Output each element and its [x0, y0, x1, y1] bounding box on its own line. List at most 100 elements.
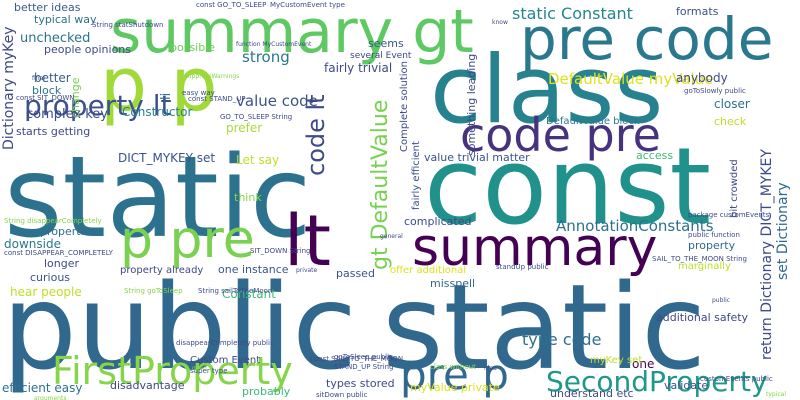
word-summary: summary — [412, 218, 658, 278]
word-summary-gt: summary gt — [110, 0, 474, 67]
word-constant: Constant — [222, 287, 276, 301]
word-lt: lt — [284, 200, 331, 282]
word-const-stand-up: const STAND_UP — [188, 95, 246, 103]
word-additional-safety: additional safety — [656, 311, 749, 324]
word-gt-defaultvalue: gt DefaultValue — [368, 99, 393, 270]
word-properties: properties — [40, 225, 97, 238]
word-disadvantage: disadvantage — [110, 379, 185, 392]
word-better: better — [34, 71, 71, 85]
word-probably: probably — [242, 385, 291, 398]
word-offer-additional: offer additional — [390, 265, 467, 276]
word-const-sit-down: const SIT_DOWN — [16, 94, 75, 102]
word-fairly-efficient: fairly efficient — [411, 141, 422, 210]
word-dictionary-mykey: Dictionary myKey — [1, 26, 17, 150]
word-custom-event: Custom Event — [190, 355, 261, 366]
word-sit-down-string: SIT_DOWN String — [250, 247, 311, 255]
word-one-instance: one instance — [218, 263, 289, 276]
word-validate: validate — [664, 379, 709, 392]
word-idea: idea — [484, 365, 497, 372]
word-li: li — [159, 92, 174, 100]
word-complex-key: complex key — [26, 107, 108, 122]
word-arguments: arguments — [34, 395, 67, 400]
word-const-sail: const SAIL_TO_THE_MOON — [310, 355, 404, 363]
word-closer: closer — [714, 97, 750, 111]
word-bit-crowded: bit crowded — [729, 159, 740, 218]
word-hear-people: hear people — [10, 285, 82, 299]
word-const: const — [424, 125, 712, 248]
word-gotosleep-public: goToSleep public — [334, 353, 393, 361]
word-general: general — [380, 233, 403, 240]
word-block: block — [32, 84, 62, 97]
word-string-sailtothemoon: String sailToTheMoon — [198, 287, 273, 295]
word-defaultvalue-myvalue: DefaultValue myValue — [548, 70, 714, 88]
word-mycustomevent-type: MyCustomEvent type — [270, 1, 345, 9]
word-public-small: public — [712, 297, 731, 304]
word-sitdown-public: sitDown public — [316, 391, 368, 399]
word-possible: possible — [170, 41, 216, 54]
word-good: good — [192, 365, 207, 372]
word-access: access — [636, 149, 674, 162]
word-complete-solution: Complete solution — [399, 61, 410, 152]
word-typical: typical — [766, 391, 787, 398]
word-code-lt: code lt — [302, 94, 330, 176]
word-marginally: marginally — [678, 261, 731, 272]
word-type-code: type code — [522, 330, 602, 349]
word-public: public — [2, 258, 358, 396]
word-curious: curious — [30, 271, 71, 284]
word-const-go-to-sleep: const GO_TO_SLEEP — [196, 1, 267, 9]
word-people-opinions: people opinions — [44, 43, 132, 56]
word-private: private — [296, 267, 318, 274]
word-misspell: misspell — [430, 277, 476, 290]
word-customevents-public: customEvents public — [700, 375, 773, 383]
word-anybody: anybody — [676, 71, 728, 85]
word-package-customevents: package customEvents — [688, 211, 770, 219]
word-super-type: super type — [190, 367, 228, 375]
word-sail-to-the-moon-string: SAIL_TO_THE_MOON String — [652, 255, 747, 263]
word-string-stathdown: String statShutdown — [92, 21, 164, 29]
word-class: class — [430, 36, 664, 145]
word-firstproperty: FirstProperty — [52, 349, 293, 393]
word-code-pre: code pre — [460, 108, 661, 162]
word-downside: downside — [4, 237, 61, 251]
word-string-disappear: String disappearCompletely — [4, 217, 102, 225]
word-return-dictionary: return Dictionary DICT_MYKEY — [759, 149, 775, 360]
word-efficient-easy: efficient easy — [2, 381, 83, 395]
word-strong: strong — [242, 48, 290, 66]
word-several-event: several Event — [350, 51, 412, 61]
word-property: property — [688, 239, 736, 252]
word-p-p: p p — [100, 42, 218, 128]
word-prefer: prefer — [226, 121, 263, 135]
word-one: one — [632, 357, 655, 371]
word-types-stored: types stored — [326, 377, 395, 390]
word-defaultvalue-block: DefaultValue block — [546, 116, 640, 127]
word-const-disappear: const DISAPPEAR_COMPLETELY — [4, 249, 113, 257]
word-myvalue-private: myValue private — [410, 381, 500, 394]
word-fairly-trivial: fairly trivial — [324, 61, 393, 75]
word-value-code: value code — [236, 92, 318, 110]
word-annotationconstants: AnnotationConstants — [556, 217, 714, 235]
word-starts-getting: starts getting — [16, 125, 91, 138]
word-understand-etc: understand etc — [550, 387, 634, 400]
word-stand-up-string: STAND_UP String — [334, 363, 394, 371]
word-seems: seems — [368, 37, 404, 50]
word-set-dictionary: set Dictionary — [775, 182, 791, 280]
word-pre-p: pre p — [400, 350, 509, 399]
word-pre-code: pre code — [520, 5, 774, 73]
word-something-leading: something leading — [465, 53, 478, 156]
word-suppresswarnings: SuppressWarnings — [184, 73, 240, 80]
word-static-constant: static Constant — [512, 4, 633, 23]
word-unchecked: unchecked — [20, 31, 91, 46]
word-check: check — [714, 115, 747, 128]
word-longer: longer — [44, 257, 80, 270]
word-easy-way: easy way — [182, 89, 215, 97]
word-function-mycustomevent: function MyCustomEvent — [236, 41, 312, 48]
word-p-pre: p pre — [120, 210, 255, 270]
word-mykey-set: myKey set — [590, 355, 643, 366]
word-complicated: complicated — [404, 215, 472, 228]
word-formats: formats — [676, 5, 719, 18]
word-typical-way: typical way — [34, 13, 97, 26]
word-disappear-public: disappearCompletely public — [176, 339, 274, 347]
word-know: know — [492, 19, 508, 26]
word-dict-mykey-set: DICT_MYKEY set — [118, 151, 216, 165]
